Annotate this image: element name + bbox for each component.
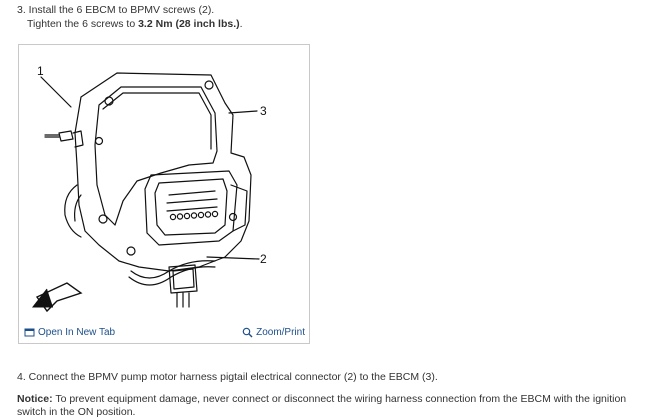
leader-3 <box>228 110 258 114</box>
ebcm-cover <box>94 86 218 226</box>
zoom-print-label: Zoom/Print <box>256 327 305 338</box>
callout-1: 1 <box>37 64 44 78</box>
torque-value: 3.2 Nm (28 inch lbs.) <box>138 18 240 30</box>
notice-paragraph: Notice: To prevent equipment damage, nev… <box>17 393 637 419</box>
ebcm-housing <box>74 72 252 272</box>
pigtail-connector <box>168 264 198 294</box>
screw-top-right <box>204 80 214 90</box>
open-in-new-tab-label: Open In New Tab <box>38 327 116 338</box>
notice-label: Notice: <box>17 393 53 405</box>
open-window-icon <box>24 327 35 338</box>
magnifier-icon <box>242 327 253 338</box>
torque-prefix: Tighten the 6 screws to <box>27 18 139 30</box>
ebcm-illustration: 1 2 3 <box>31 64 267 313</box>
pump-motor <box>64 184 82 238</box>
zoom-print-link[interactable]: Zoom/Print <box>242 327 305 338</box>
step-3-instruction: 3. Install the 6 EBCM to BPMV screws (2)… <box>17 4 215 16</box>
open-in-new-tab-link[interactable]: Open In New Tab <box>24 327 115 338</box>
torque-suffix: . <box>239 18 243 30</box>
callout-2: 2 <box>260 252 267 266</box>
notice-text: To prevent equipment damage, never conne… <box>17 393 627 418</box>
figure-container: 1 2 3 Open In New Tab Zoom/Print <box>18 44 310 344</box>
step-4-instruction: 4. Connect the BPMV pump motor harness p… <box>17 371 438 383</box>
screw-mid-left <box>94 136 104 146</box>
screw-bottom <box>126 246 136 256</box>
screw-lower-left <box>98 214 108 224</box>
ebcm-connector <box>144 170 238 246</box>
leader-2 <box>206 256 260 260</box>
callout-3: 3 <box>260 104 267 118</box>
step-3-torque-spec: Tighten the 6 screws to 3.2 Nm (28 inch … <box>27 18 243 30</box>
figure-toolbar: Open In New Tab Zoom/Print <box>19 325 309 343</box>
screw-right <box>228 212 238 222</box>
motor-stud <box>58 130 74 142</box>
screw-top-left <box>104 96 114 106</box>
leader-1 <box>40 76 72 108</box>
connector-pins <box>169 210 219 221</box>
